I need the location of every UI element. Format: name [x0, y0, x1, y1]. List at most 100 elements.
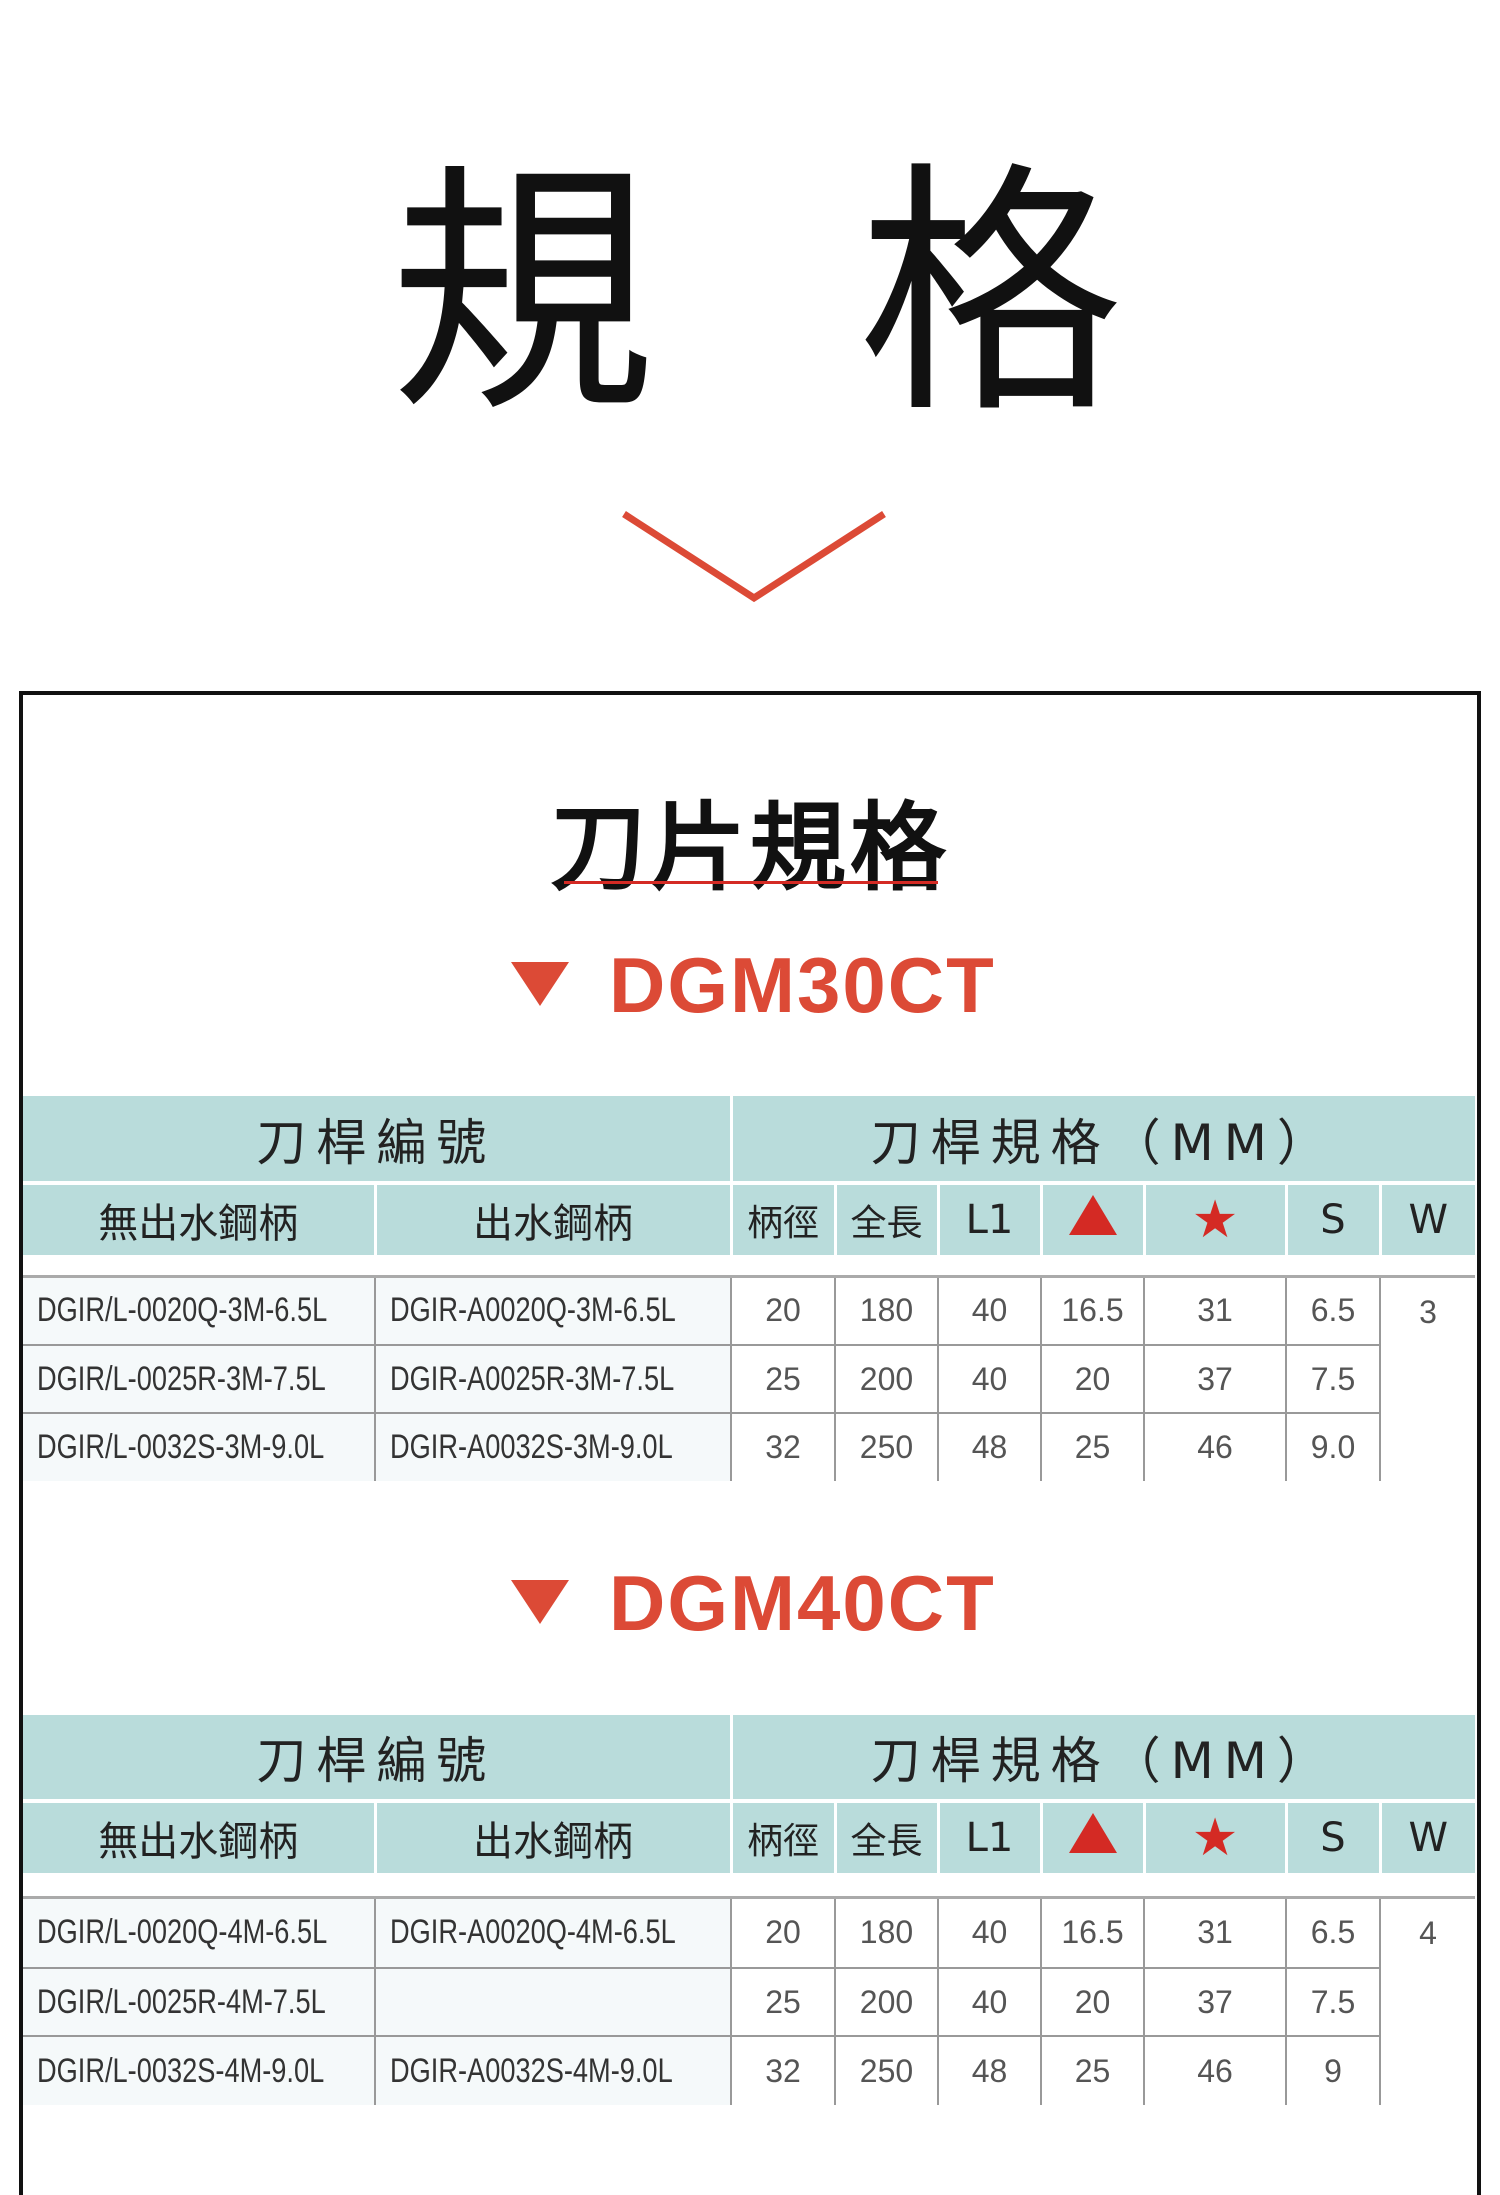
star-icon: ★ — [1191, 1808, 1239, 1868]
table-row: DGIR/L-0020Q-3M-6.5L DGIR-A0020Q-3M-6.5L 2… — [23, 1275, 1476, 1481]
w-value: 4 — [1378, 1896, 1476, 2105]
code-coolant: DGIR-A0020Q-3M-6.5L — [374, 1275, 731, 1345]
value-cell: 7.5 — [1285, 1967, 1380, 2036]
header-spacer — [23, 1255, 1476, 1278]
table-row: DGIR/L-0032S-3M-9.0L DGIR-A0032S-3M-9.0L 3… — [23, 1412, 1475, 1481]
w-value: 3 — [1378, 1275, 1476, 1481]
code-no-coolant: DGIR/L-0032S-3M-9.0L — [23, 1412, 375, 1481]
column-header: L1 — [936, 1181, 1041, 1255]
triangle-icon — [1068, 1813, 1117, 1853]
code-coolant — [374, 1967, 731, 2036]
value-cell: 25 — [1040, 1412, 1144, 1481]
header-group-left: 刀桿編號 — [23, 1096, 731, 1183]
column-header: W — [1378, 1181, 1476, 1255]
header-spacer — [23, 1873, 1476, 1899]
value-cell: 31 — [1143, 1896, 1286, 1968]
table-row: DGIR/L-0032S-4M-9.0L DGIR-A0032S-4M-9.0L 3… — [23, 2035, 1475, 2105]
code-text: DGIR-A0020Q-3M-6.5L — [390, 1291, 676, 1330]
value-cell: 6.5 — [1285, 1896, 1380, 1968]
value-cell: 32 — [730, 1412, 835, 1481]
code-text: DGIR-A0020Q-4M-6.5L — [390, 1913, 676, 1952]
column-header: 無出水鋼柄 — [23, 1181, 375, 1255]
code-no-coolant: DGIR/L-0020Q-4M-6.5L — [23, 1896, 375, 1968]
code-text: DGIR/L-0020Q-4M-6.5L — [37, 1913, 328, 1952]
section-title-underline — [564, 881, 938, 884]
column-header: 無出水鋼柄 — [23, 1799, 375, 1873]
value-cell: 200 — [834, 1967, 938, 2036]
title-char-2: 格 — [858, 141, 1123, 449]
column-header: 全長 — [833, 1181, 938, 1255]
code-coolant: DGIR-A0032S-4M-9.0L — [374, 2035, 731, 2105]
value-cell: 20 — [1040, 1344, 1144, 1413]
column-header: 出水鋼柄 — [373, 1799, 731, 1873]
value-cell: 31 — [1143, 1275, 1286, 1345]
header-group-right: 刀桿規格（MM） — [729, 1715, 1476, 1801]
spec-frame — [19, 691, 1481, 2195]
triangle-marker-icon — [511, 1580, 569, 1624]
column-header: 全長 — [833, 1799, 938, 1873]
header-triangle — [1039, 1799, 1144, 1873]
code-text: DGIR-A0025R-3M-7.5L — [390, 1359, 675, 1398]
header-group-row: 刀桿編號刀桿規格（MM） — [23, 1096, 1476, 1183]
value-cell: 37 — [1143, 1344, 1286, 1413]
code-no-coolant: DGIR/L-0032S-4M-9.0L — [23, 2035, 375, 2105]
value-cell: 46 — [1143, 1412, 1286, 1481]
value-cell: 200 — [834, 1344, 938, 1413]
value-cell: 7.5 — [1285, 1344, 1380, 1413]
code-coolant: DGIR-A0025R-3M-7.5L — [374, 1344, 731, 1413]
column-header: L1 — [936, 1799, 1041, 1873]
code-coolant: DGIR-A0032S-3M-9.0L — [374, 1412, 731, 1481]
value-cell: 6.5 — [1285, 1275, 1380, 1345]
value-cell: 20 — [730, 1275, 835, 1345]
header-star: ★ — [1142, 1181, 1286, 1255]
value-cell: 37 — [1143, 1967, 1286, 2036]
column-header: S — [1284, 1181, 1380, 1255]
value-cell: 46 — [1143, 2035, 1286, 2105]
code-text: DGIR/L-0025R-3M-7.5L — [37, 1359, 326, 1398]
table-row: DGIR/L-0020Q-4M-6.5L DGIR-A0020Q-4M-6.5L 2… — [23, 1896, 1476, 2105]
code-text: DGIR/L-0025R-4M-7.5L — [37, 1982, 326, 2021]
code-text: DGIR-A0032S-3M-9.0L — [390, 1428, 673, 1466]
code-text: DGIR-A0032S-4M-9.0L — [390, 2051, 673, 2090]
value-cell: 20 — [730, 1896, 835, 1968]
code-no-coolant: DGIR/L-0025R-3M-7.5L — [23, 1344, 375, 1413]
column-header: S — [1284, 1799, 1380, 1873]
triangle-icon — [1068, 1195, 1117, 1235]
code-text: DGIR/L-0032S-4M-9.0L — [37, 2051, 325, 2090]
column-header: 出水鋼柄 — [373, 1181, 731, 1255]
model-title-2: DGM40CT — [609, 1559, 996, 1647]
title-char-1: 規 — [390, 141, 655, 449]
code-no-coolant: DGIR/L-0025R-4M-7.5L — [23, 1967, 375, 2036]
value-cell: 16.5 — [1040, 1896, 1144, 1968]
value-cell: 20 — [1040, 1967, 1144, 2036]
value-cell: 40 — [937, 1275, 1041, 1345]
spacer-cell — [23, 1873, 1476, 1899]
value-cell: 9.0 — [1285, 1412, 1380, 1481]
value-cell: 16.5 — [1040, 1275, 1144, 1345]
header-group-row: 刀桿編號刀桿規格（MM） — [23, 1715, 1476, 1801]
value-cell: 180 — [834, 1896, 938, 1968]
header-group-left: 刀桿編號 — [23, 1715, 731, 1801]
value-cell: 25 — [730, 1344, 835, 1413]
spacer-cell — [23, 1255, 1476, 1278]
code-text: DGIR/L-0032S-3M-9.0L — [37, 1428, 325, 1466]
value-cell: 32 — [730, 2035, 835, 2105]
code-coolant: DGIR-A0020Q-4M-6.5L — [374, 1896, 731, 1968]
model-title-1: DGM30CT — [609, 941, 996, 1029]
header-triangle — [1039, 1181, 1144, 1255]
code-text: DGIR/L-0020Q-3M-6.5L — [37, 1291, 328, 1330]
column-header: 柄徑 — [729, 1799, 835, 1873]
value-cell: 40 — [937, 1967, 1041, 2036]
value-cell: 250 — [834, 1412, 938, 1481]
column-header: W — [1378, 1799, 1476, 1873]
table-row: DGIR/L-0025R-3M-7.5L DGIR-A0025R-3M-7.5L 2… — [23, 1344, 1475, 1413]
triangle-marker-icon — [511, 962, 569, 1006]
value-cell: 40 — [937, 1344, 1041, 1413]
star-icon: ★ — [1191, 1190, 1239, 1250]
header-star: ★ — [1142, 1799, 1286, 1873]
chevron-down-icon — [622, 511, 886, 603]
